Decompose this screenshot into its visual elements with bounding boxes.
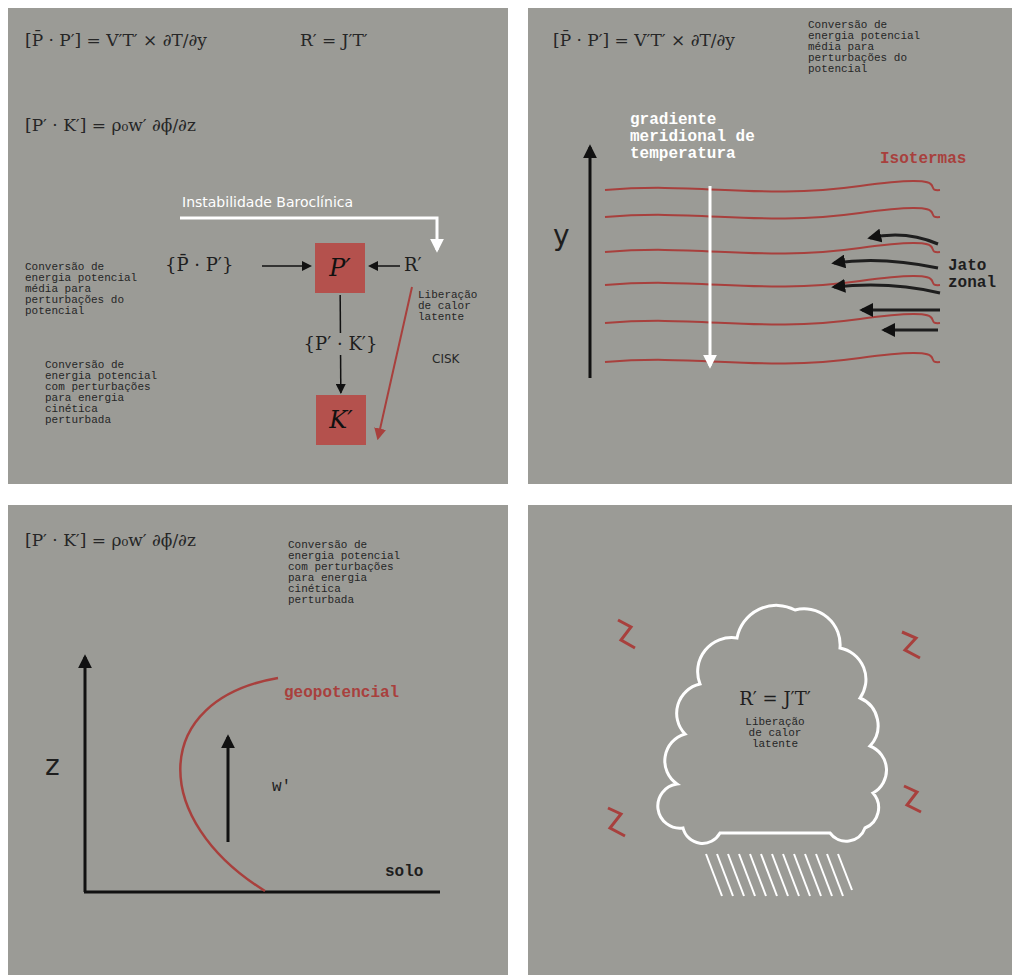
cisk-arrow <box>378 287 412 438</box>
flow-arrow <box>262 265 310 267</box>
node-title: P′ <box>329 254 351 282</box>
note-text: Liberação de calor latente <box>418 290 482 323</box>
arrow-label: w' <box>272 778 291 796</box>
energy-term: R′ <box>404 254 422 276</box>
baroclinic-arrow <box>180 218 437 250</box>
axis-label: solo <box>385 864 423 881</box>
note-text: Conversão de energia potencial média par… <box>25 262 141 317</box>
energy-box: K′ <box>316 395 366 445</box>
isotherm <box>605 353 940 364</box>
energy-box: P′ <box>315 243 365 293</box>
ground-line <box>84 891 440 894</box>
flow-arrow <box>370 265 400 267</box>
cloud-shape: R′ = J′T′ Liberação de calor latente <box>655 588 895 850</box>
note-text: Conversão de energia potencial com pertu… <box>288 540 404 606</box>
isotherms <box>605 181 940 364</box>
lightning-bolt <box>608 808 625 836</box>
geopotential-curve <box>180 678 278 891</box>
arrow-label: Jato zonal <box>948 258 1008 292</box>
y-axis <box>589 147 592 378</box>
jet-arrow <box>884 329 938 332</box>
arrow-label: gradiente meridional de temperatura <box>630 112 770 162</box>
equation: R′ = J′T′ <box>300 30 368 50</box>
panel <box>528 505 1012 975</box>
isotherm <box>605 208 940 219</box>
jet-arrow <box>834 260 938 268</box>
energy-term: {P̄ · P′} <box>165 254 233 276</box>
isotherm <box>605 314 940 325</box>
node-title: K′ <box>329 406 352 434</box>
jet-arrow <box>834 285 940 293</box>
equation: [P̄ · P′] = V′T′ × ∂T/∂y <box>25 30 207 50</box>
panel <box>8 505 508 975</box>
isotherm <box>605 243 940 254</box>
jet-arrows <box>834 235 940 330</box>
z-axis <box>84 657 87 892</box>
vertical-velocity-arrow <box>227 737 230 842</box>
lightning-bolt <box>902 632 920 658</box>
axis-label: z <box>45 752 60 780</box>
process-label: Instabilidade Baroclínica <box>182 194 353 210</box>
node-title: R′ = J′T′ <box>739 688 811 709</box>
jet-arrow <box>870 235 938 244</box>
panel <box>528 8 1012 484</box>
node-note: Liberação de calor latente <box>743 717 807 750</box>
gradient-arrow <box>709 186 712 366</box>
panel <box>8 8 508 484</box>
equation: [P′ · K′] = ρ₀w′ ∂ϕ̄/∂z <box>25 115 196 135</box>
equation: [P̄ · P′] = V′T′ × ∂T/∂y <box>553 30 735 50</box>
note-text: Conversão de energia potencial com pertu… <box>45 360 161 426</box>
isotherm <box>605 181 940 192</box>
note-text: Conversão de energia potencial média par… <box>808 20 924 75</box>
axis-label: y <box>553 222 570 250</box>
lightning-bolt <box>904 786 921 812</box>
energy-term: {P′ · K′} <box>301 333 381 355</box>
lightning <box>608 620 921 836</box>
lightning-bolt <box>618 620 635 648</box>
process-label: CISK <box>432 352 459 366</box>
jet-arrow <box>862 309 940 312</box>
rain-streak <box>838 854 852 890</box>
cloud-outline <box>658 605 887 843</box>
line-label: geopotencial <box>284 684 399 702</box>
line-label: Isotermas <box>880 150 966 168</box>
rain <box>706 854 852 896</box>
equation: [P′ · K′] = ρ₀w′ ∂ϕ̄/∂z <box>25 530 196 550</box>
